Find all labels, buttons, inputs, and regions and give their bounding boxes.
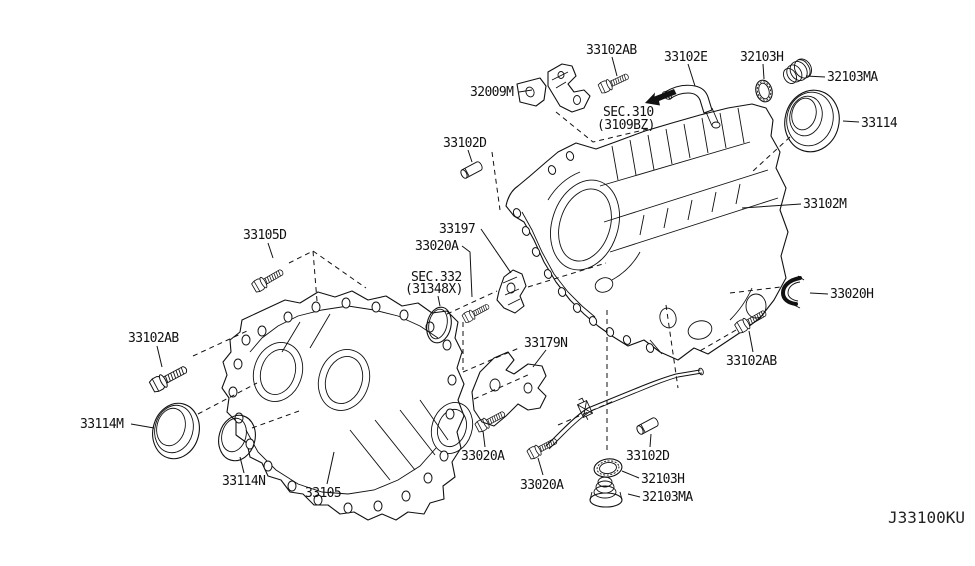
oil-gutter-tube-drawing — [545, 367, 704, 450]
plug-32103MA-bottom-drawing — [589, 476, 623, 508]
callout-leader-lines — [130, 56, 860, 498]
seal-32103H-top-drawing — [755, 79, 773, 103]
callout-32009M: 32009M — [470, 85, 514, 100]
callout-33105D: 33105D — [243, 228, 287, 243]
rear-case-bolt-holes — [512, 151, 655, 353]
seal-33114N-drawing — [218, 414, 256, 462]
pin-33102D-top-drawing — [459, 160, 484, 180]
callout-33114M: 33114M — [80, 417, 124, 432]
callout-33102M: 33102M — [803, 197, 847, 212]
assembly-dashed-lines — [192, 111, 791, 452]
bolt-33020A-bottom-left-drawing — [473, 408, 508, 434]
callout-32103MA-bottom: 32103MA — [642, 490, 693, 505]
callout-33102AB-top: 33102AB — [586, 43, 637, 58]
callout-33114N: 33114N — [222, 474, 265, 489]
bolt-33105D-drawing — [250, 265, 286, 294]
section-references: SEC.310 (3109BZ) SEC.332 (31348X) — [405, 105, 655, 297]
callout-33020A-upper: 33020A — [415, 239, 459, 254]
callout-33179N: 33179N — [524, 336, 567, 351]
callout-33020H: 33020H — [830, 287, 873, 302]
callout-32103H-top: 32103H — [740, 50, 783, 65]
section-ref-sec310-line1: SEC.310 — [603, 105, 654, 120]
callout-33102E: 33102E — [664, 50, 707, 65]
drawing-code: J33100KU — [888, 508, 965, 527]
section-ref-sec310-line2: (3109BZ) — [597, 118, 655, 133]
callout-33114: 33114 — [861, 116, 898, 131]
clip-33020H-drawing — [780, 275, 805, 309]
callout-33102D-top: 33102D — [443, 136, 487, 151]
callout-33102AB-right: 33102AB — [726, 354, 777, 369]
bolt-33102AB-top-drawing — [597, 70, 631, 95]
plug-32103MA-top-drawing — [782, 58, 812, 84]
callout-33102D-bottom: 33102D — [626, 449, 670, 464]
pin-33102D-bottom-drawing — [635, 416, 660, 436]
callout-33020A-bottom-mid: 33020A — [520, 478, 564, 493]
front-case-bolt-holes — [228, 297, 457, 514]
bolt-33102AB-left-drawing — [148, 362, 191, 394]
oring-sec332-drawing — [426, 306, 452, 344]
bracket-33197-drawing — [496, 269, 527, 314]
callout-32103MA-top: 32103MA — [827, 70, 878, 85]
callout-32103H-bottom: 32103H — [641, 472, 684, 487]
breather-hose-33102E-drawing — [662, 84, 721, 129]
seal-32103H-bottom-drawing — [593, 458, 623, 478]
section-ref-sec332-line2: (31348X) — [405, 282, 463, 297]
bracket-33179N-drawing — [471, 351, 547, 427]
callout-33102AB-left: 33102AB — [128, 331, 179, 346]
seal-33114M-drawing — [152, 402, 200, 460]
callout-33197: 33197 — [439, 222, 475, 237]
section-ref-sec332-line1: SEC.332 — [411, 270, 462, 285]
front-case-drawing — [221, 290, 474, 521]
bolt-33020A-bottom-mid-drawing — [525, 435, 560, 461]
callout-33020A-bottom-left: 33020A — [461, 449, 505, 464]
sensor-bracket-32009M-drawing — [516, 63, 591, 113]
seal-33114-drawing — [784, 89, 840, 153]
rear-case-drawing — [505, 103, 789, 361]
callout-labels: 33102AB 33102E 32103H 32103MA 32009M 331… — [80, 43, 899, 505]
callout-33105: 33105 — [305, 486, 341, 501]
bolt-33102AB-right-drawing — [733, 306, 769, 335]
sec310-arrow-icon — [645, 89, 677, 106]
